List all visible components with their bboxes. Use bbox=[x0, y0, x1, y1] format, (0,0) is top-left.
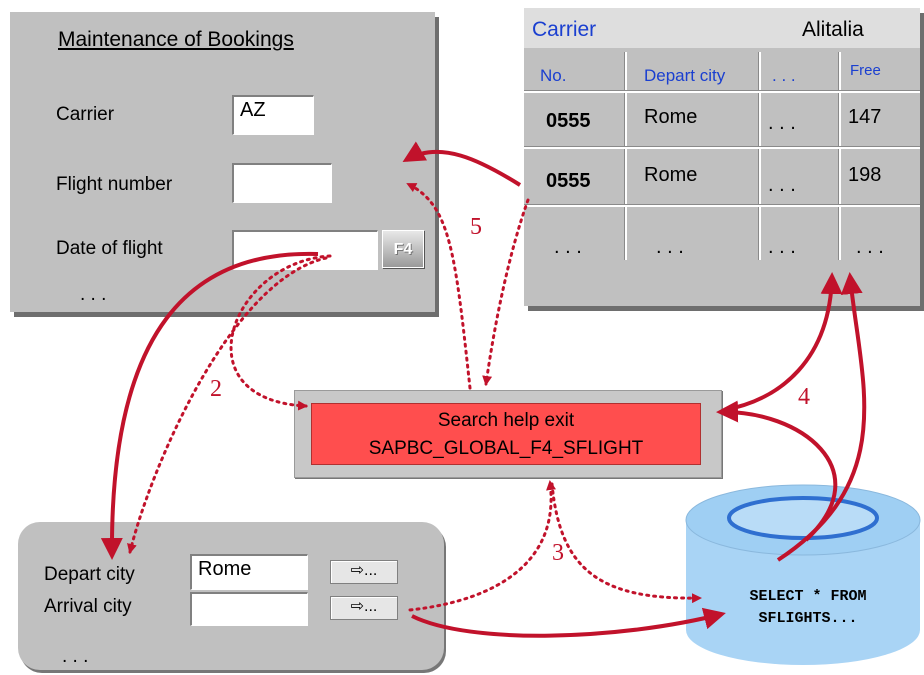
arrow-database-to-results bbox=[776, 272, 867, 562]
arrival-city-button[interactable]: ⇨... bbox=[330, 596, 398, 620]
carrier-field[interactable]: AZ bbox=[232, 95, 314, 135]
table-row-1-no[interactable]: 0555 bbox=[546, 110, 591, 132]
column-header-more[interactable]: . . . bbox=[772, 66, 796, 85]
dialog-ellipsis: . . . bbox=[62, 646, 89, 667]
booking-ellipsis: . . . bbox=[80, 284, 107, 305]
results-carrier-label: Carrier bbox=[532, 18, 597, 41]
table-row-1-free[interactable]: 147 bbox=[848, 106, 882, 128]
table-row-2-more[interactable]: . . . bbox=[768, 174, 796, 196]
step-number-5: 5 bbox=[470, 214, 482, 240]
table-row-2-no[interactable]: 0555 bbox=[546, 170, 591, 192]
dotted-f4-to-dialog bbox=[127, 256, 328, 554]
search-help-exit-title: Search help exit bbox=[437, 410, 575, 431]
row-divider bbox=[524, 204, 920, 207]
dotted-f4-to-exit bbox=[229, 254, 332, 411]
date-field[interactable] bbox=[232, 230, 378, 270]
arrow-dialog-to-database bbox=[411, 607, 726, 638]
arrow-results-to-flight-number bbox=[402, 141, 522, 187]
search-help-exit-function: SAPBC_GLOBAL_F4_SFLIGHT bbox=[368, 438, 644, 459]
arrow-exit-to-results bbox=[723, 272, 843, 412]
database-query-line2: SFLIGHTS... bbox=[758, 610, 858, 627]
step-number-3: 3 bbox=[552, 540, 564, 566]
table-row-3-no[interactable]: . . . bbox=[554, 236, 582, 258]
row-divider bbox=[524, 146, 920, 149]
dialog-panel: Depart city Rome ⇨... Arrival city ⇨... … bbox=[18, 522, 444, 670]
row-divider bbox=[524, 90, 920, 93]
arrival-city-label: Arrival city bbox=[44, 596, 132, 617]
table-row-1-more[interactable]: . . . bbox=[768, 112, 796, 134]
table-row-1-depart[interactable]: Rome bbox=[644, 106, 698, 128]
flight-number-label: Flight number bbox=[56, 174, 173, 195]
depart-city-label: Depart city bbox=[44, 564, 135, 585]
column-divider bbox=[624, 52, 627, 260]
dotted-dialog-to-exit bbox=[408, 480, 556, 612]
column-header-depart-city[interactable]: Depart city bbox=[644, 66, 726, 85]
column-header-no[interactable]: No. bbox=[540, 66, 567, 85]
column-divider bbox=[838, 52, 841, 260]
carrier-label: Carrier bbox=[56, 104, 115, 125]
step-number-2: 2 bbox=[210, 376, 222, 402]
table-row-3-more[interactable]: . . . bbox=[768, 236, 796, 258]
arrow-f4-to-dialog bbox=[100, 251, 319, 560]
database-query-line1: SELECT * FROM bbox=[749, 588, 867, 605]
dotted-exit-to-database bbox=[550, 482, 702, 604]
flight-number-field[interactable] bbox=[232, 163, 332, 203]
database-cylinder bbox=[685, 484, 921, 665]
dotted-exit-to-flight-number bbox=[406, 182, 472, 390]
arrival-city-field[interactable] bbox=[190, 592, 308, 626]
database-query: SELECT * FROM SFLIGHTS... bbox=[708, 586, 908, 630]
date-label: Date of flight bbox=[56, 238, 163, 259]
column-header-free[interactable]: Free bbox=[850, 62, 881, 79]
depart-city-field[interactable]: Rome bbox=[190, 554, 308, 590]
table-row-2-free[interactable]: 198 bbox=[848, 164, 882, 186]
depart-city-button[interactable]: ⇨... bbox=[330, 560, 398, 584]
column-divider bbox=[758, 52, 761, 260]
table-row-3-free[interactable]: . . . bbox=[856, 236, 884, 258]
table-row-3-depart[interactable]: . . . bbox=[656, 236, 684, 258]
arrow-database-to-exit bbox=[716, 400, 838, 542]
booking-panel-title: Maintenance of Bookings bbox=[58, 28, 294, 51]
results-panel: Carrier Alitalia No. Depart city . . . F… bbox=[524, 8, 920, 306]
step-number-4: 4 bbox=[798, 384, 810, 410]
search-help-exit-box: Search help exit SAPBC_GLOBAL_F4_SFLIGHT bbox=[311, 403, 701, 465]
f4-button[interactable]: F4 bbox=[382, 230, 424, 268]
dotted-results-to-exit bbox=[482, 198, 530, 386]
table-row-2-depart[interactable]: Rome bbox=[644, 164, 698, 186]
search-help-exit-frame: Search help exit SAPBC_GLOBAL_F4_SFLIGHT bbox=[294, 390, 722, 478]
booking-panel: Maintenance of Bookings Carrier AZ Fligh… bbox=[10, 12, 435, 312]
results-carrier-value: Alitalia bbox=[802, 18, 864, 41]
results-header-bar bbox=[524, 8, 920, 48]
